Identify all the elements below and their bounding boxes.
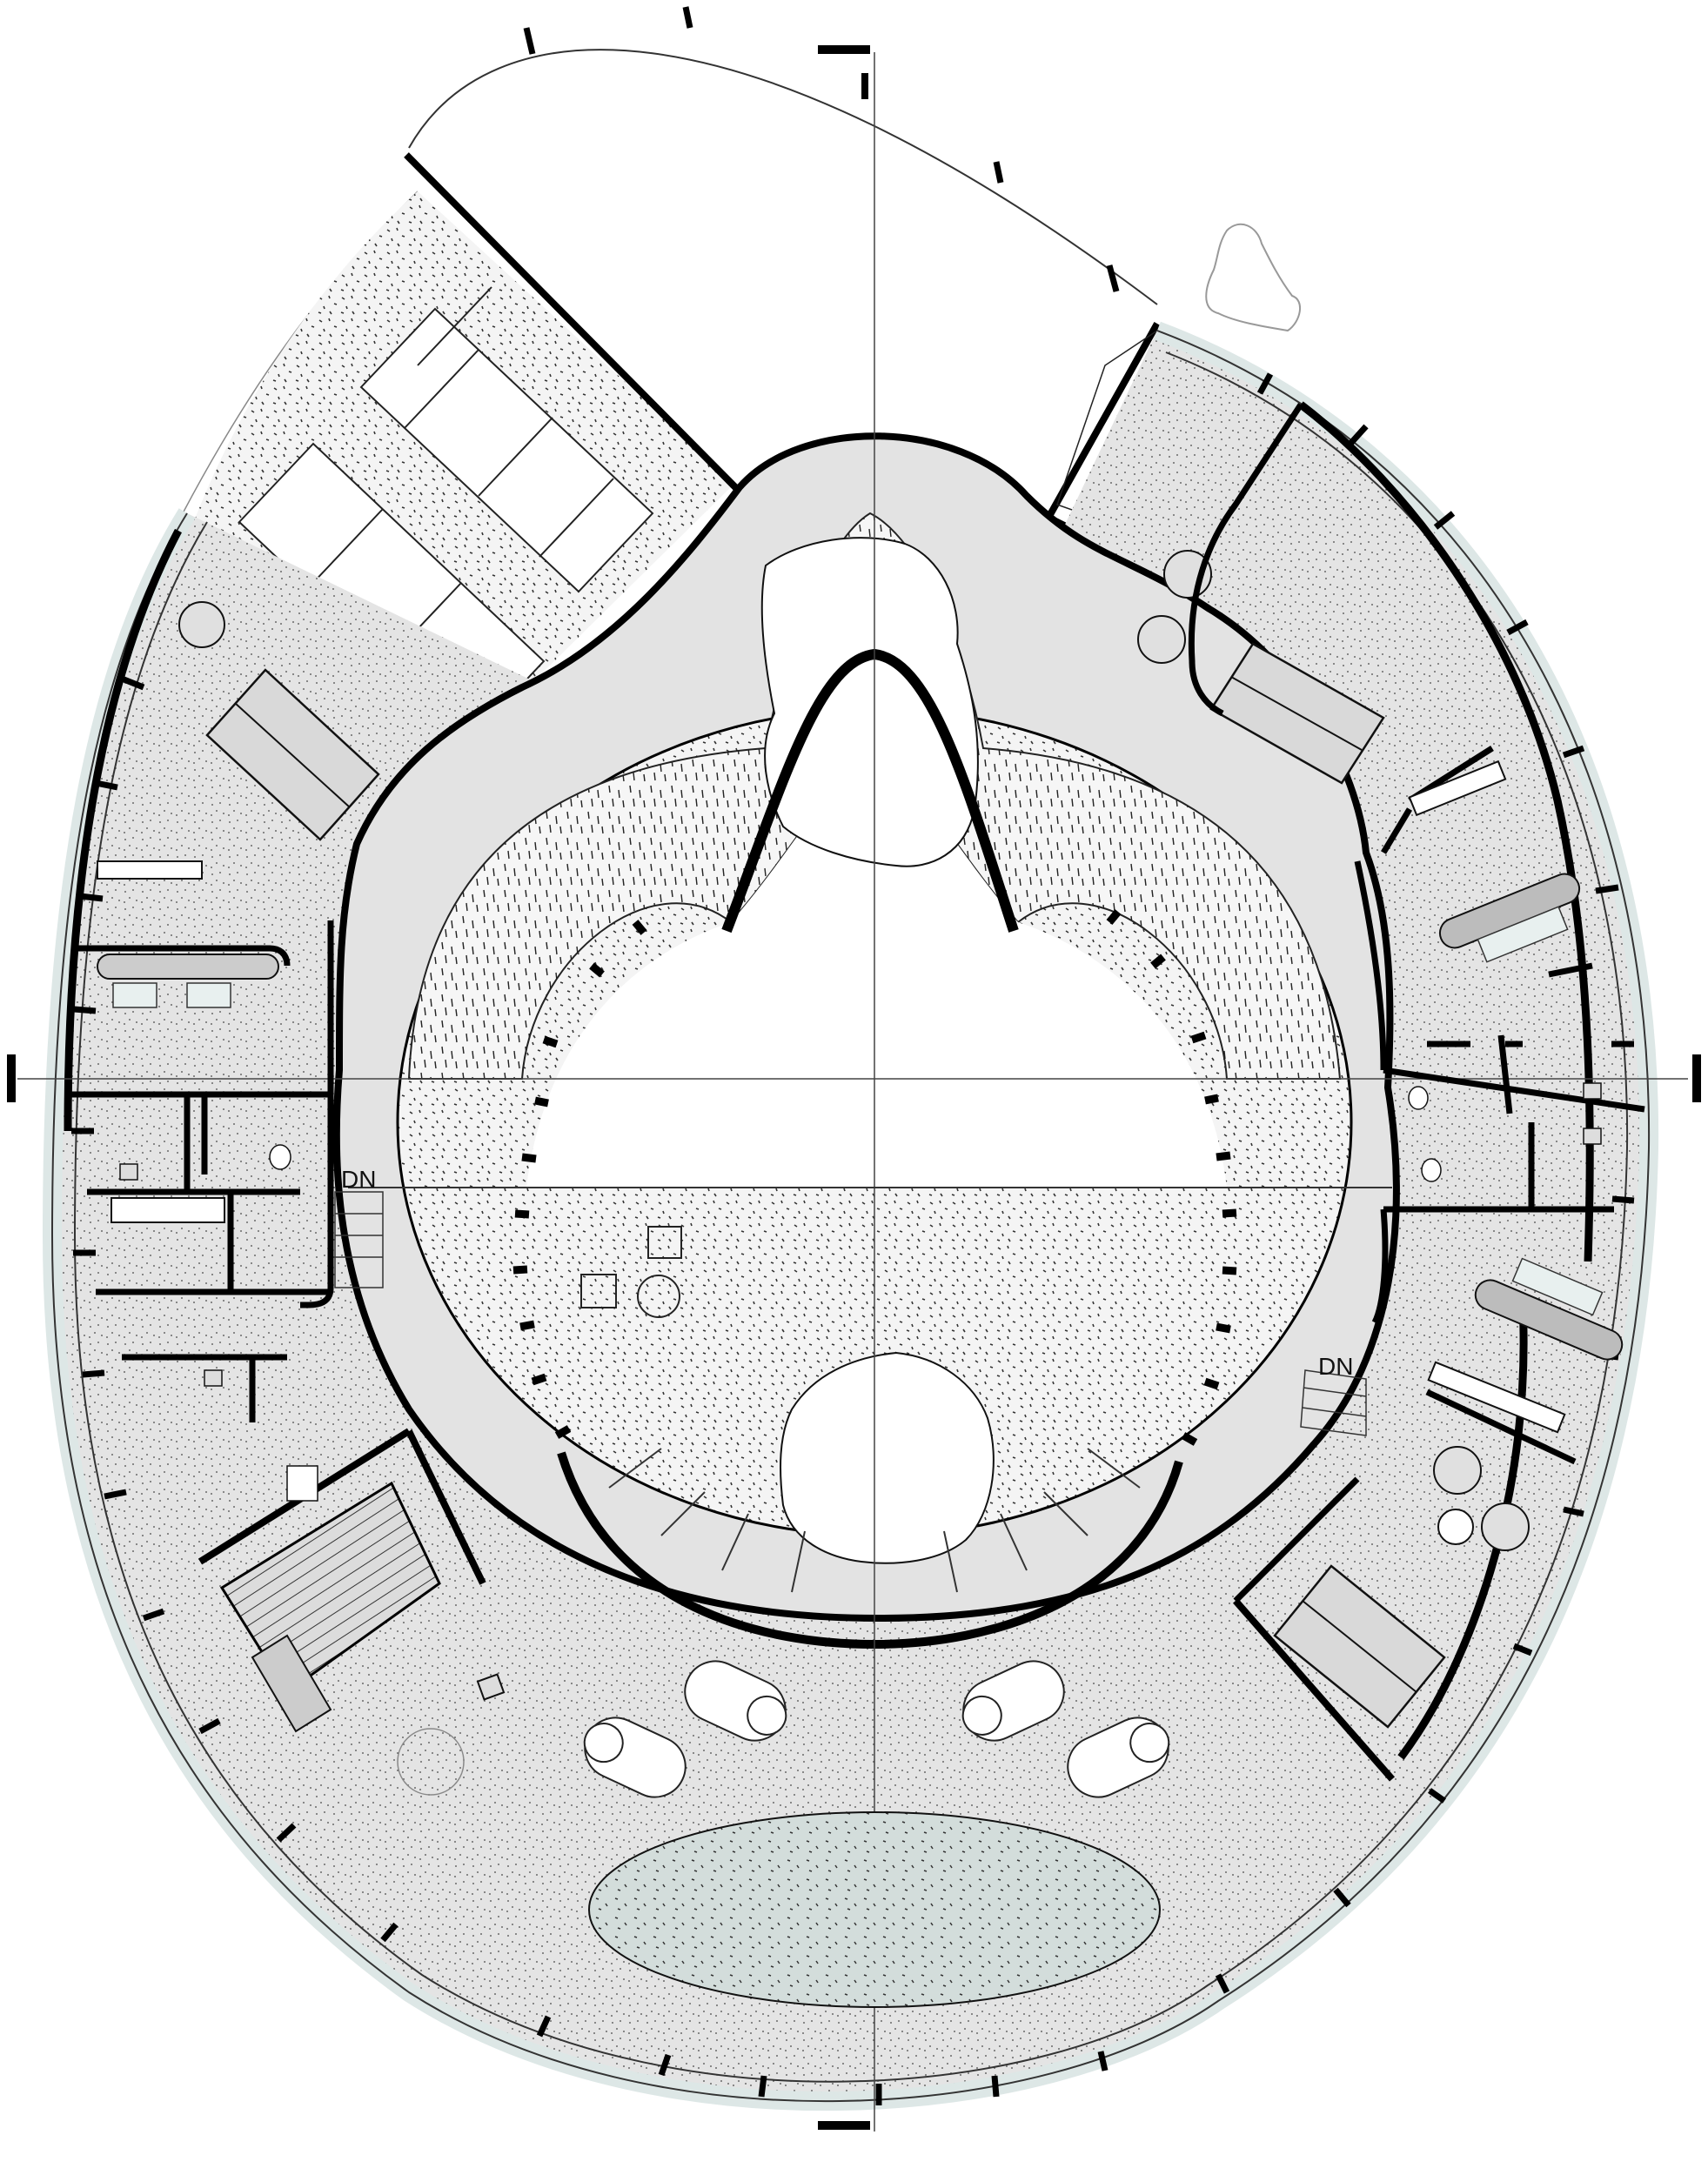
rock-south bbox=[780, 1351, 995, 1564]
stair-west bbox=[334, 1191, 384, 1288]
west-rooms bbox=[70, 601, 380, 1502]
courtyard-pocket bbox=[526, 748, 1227, 1188]
outer-glazing bbox=[42, 321, 1659, 2111]
planter-round bbox=[397, 1728, 465, 1796]
section-axes bbox=[17, 52, 1688, 2132]
island-rock bbox=[1205, 223, 1301, 332]
lower-steps bbox=[608, 1448, 1141, 1593]
exterior-wall bbox=[64, 401, 1594, 1760]
stair-label-west: DN bbox=[341, 1166, 376, 1193]
courtyard-furniture bbox=[580, 1226, 682, 1318]
rock-north bbox=[760, 537, 979, 867]
lower-terrace-loungers bbox=[583, 1660, 1170, 1798]
sauna-bench bbox=[251, 1634, 332, 1733]
stair-east bbox=[1300, 1369, 1367, 1436]
east-rooms bbox=[1137, 403, 1645, 1729]
top-boundary-marks bbox=[523, 6, 1120, 292]
section-markers bbox=[7, 45, 1701, 2130]
side-table bbox=[476, 1673, 506, 1701]
stair-label-east: DN bbox=[1318, 1353, 1353, 1380]
courtyard-columns bbox=[512, 909, 1237, 1446]
pool bbox=[588, 1811, 1161, 2008]
